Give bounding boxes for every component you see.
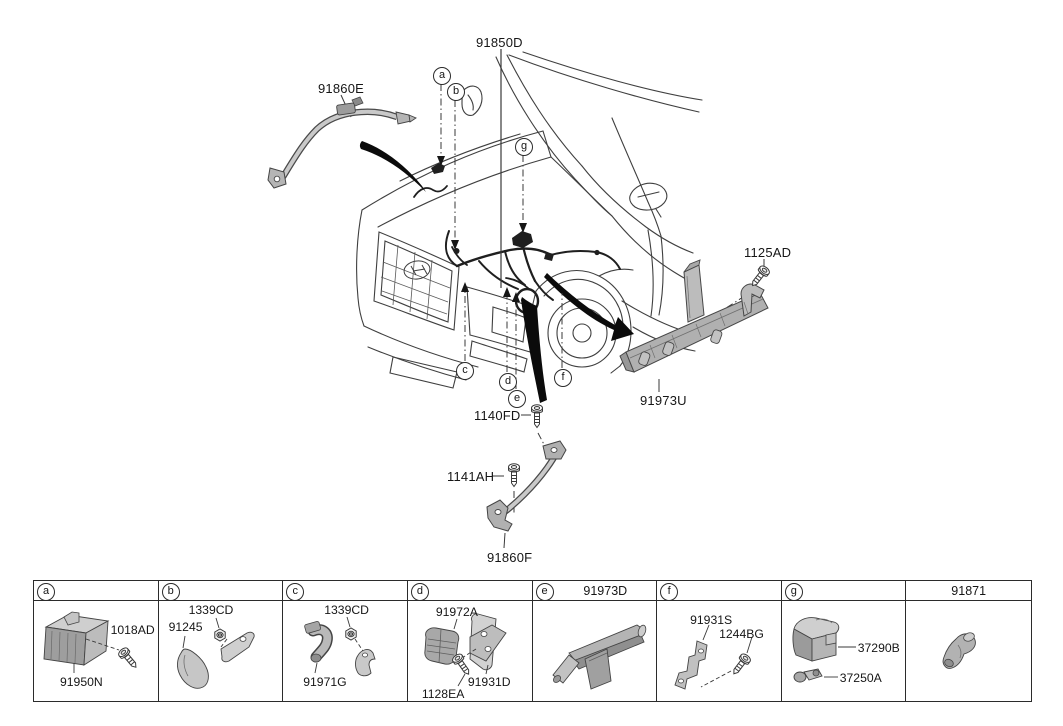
callout-e: e [508, 390, 526, 408]
part-label-1140FD: 1140FD [474, 408, 521, 423]
callout-f-header: f [660, 582, 679, 601]
part-label-91973U: 91973U [640, 393, 687, 408]
parts-cell-b: b 1339CD 91245 [158, 581, 284, 701]
callout-a-header: a [37, 582, 55, 601]
part-label-91950N: 91950N [60, 675, 103, 689]
callout-d-header: d [410, 582, 429, 601]
part-label-91860F: 91860F [487, 550, 533, 565]
routing-arrows [359, 141, 634, 403]
callout-a: a [433, 67, 451, 85]
grille-details [380, 244, 451, 320]
leader-arrowheads [437, 156, 527, 302]
header-part-number: 91871 [951, 584, 987, 598]
part-label-91860E: 91860E [318, 81, 365, 96]
protector-art [551, 624, 646, 690]
parts-cell-g: g 37290B 37250A [781, 581, 907, 701]
part-label-1339CD: 1339CD [324, 603, 369, 617]
vehicle-line-art [267, 49, 772, 549]
parts-cell-c: c 1339CD 91971G [283, 581, 408, 701]
part-label-91931D: 91931D [467, 675, 511, 689]
parts-cell-91871: 91871 [906, 581, 1031, 701]
callout-b: b [447, 83, 465, 101]
part-label-1018AD: 1018AD [110, 623, 155, 637]
part-label-91850D: 91850D [476, 35, 523, 50]
part-label-37290B: 37290B [857, 641, 900, 655]
parts-cell-f: f 91931S 1244BG [657, 581, 782, 701]
part-label-1125AD: 1125AD [744, 245, 792, 260]
part-label-91931S: 91931S [690, 613, 733, 627]
fusebox-art [43, 611, 141, 673]
wiring-harness [413, 185, 621, 315]
callout-e-header: e [535, 582, 554, 601]
clamp-bracket-art [424, 613, 507, 687]
part-label-1244BG: 1244BG [719, 627, 764, 641]
part-label-91971G: 91971G [303, 675, 347, 689]
part-label-37250A: 37250A [839, 671, 882, 685]
main-diagram: 91850D 91860E 1125AD 91973U 1140FD 1141A… [267, 35, 792, 565]
parts-cell-e: e 91973D [532, 581, 658, 701]
part-label-1128EA: 1128EA [421, 687, 465, 701]
part-label-91972A: 91972A [435, 605, 478, 619]
callout-b-header: b [161, 582, 180, 601]
callout-c: c [456, 362, 474, 380]
callout-f: f [554, 369, 572, 387]
battery-cover-art [792, 617, 856, 683]
battery-cable-91860F [486, 440, 567, 532]
parts-cell-d: d 91972A 91931D 1128EA [407, 581, 533, 701]
part-label-1141AH: 1141AH [447, 469, 495, 484]
parts-cell-a: a 1018AD 91950N [34, 581, 159, 701]
bracket-art [674, 624, 753, 690]
part-label-1339CD: 1339CD [188, 603, 234, 617]
grommet-art [943, 632, 977, 669]
callout-d: d [499, 373, 517, 391]
terminal-art [176, 617, 255, 689]
parts-table: a 1018AD 91950N b [33, 580, 1032, 702]
callout-g-header: g [784, 582, 803, 601]
callout-c-header: c [286, 582, 305, 601]
harness-connectors [431, 163, 600, 261]
clip-art [304, 616, 376, 677]
brand-logo [403, 260, 431, 280]
part-label-91245: 91245 [168, 620, 203, 634]
header-part-number: 91973D [583, 584, 628, 598]
ground-cable-91860E [267, 96, 417, 189]
callout-g: g [515, 138, 533, 156]
protector-bracket-91973U [619, 259, 769, 373]
